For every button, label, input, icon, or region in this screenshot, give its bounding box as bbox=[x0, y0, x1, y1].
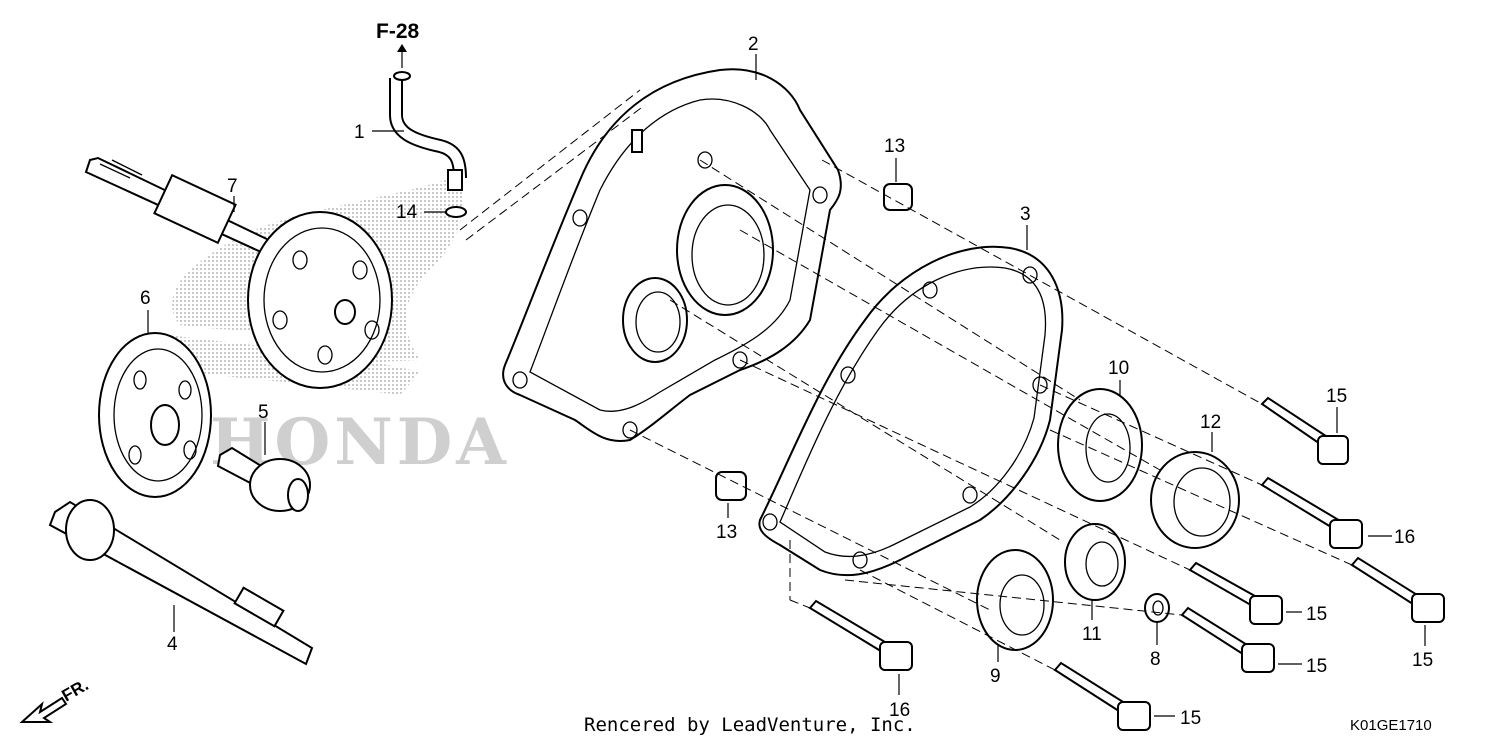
part-12-oil-seal bbox=[1150, 432, 1240, 549]
callout-3: 3 bbox=[1020, 204, 1031, 225]
part-7-countershaft bbox=[84, 156, 393, 389]
part-14-clip bbox=[424, 206, 467, 218]
part-3-gasket bbox=[758, 225, 1064, 577]
callout-12: 12 bbox=[1200, 412, 1221, 433]
callout-15-mid-upper: 15 bbox=[1306, 604, 1327, 625]
callout-13-upper: 13 bbox=[884, 136, 905, 157]
part-8-washer bbox=[1144, 593, 1170, 645]
callout-labels: 1 2 3 4 5 6 7 8 9 10 11 12 13 13 14 15 1… bbox=[140, 34, 1433, 729]
bolt-15-mid-lower bbox=[1180, 606, 1302, 673]
front-direction-indicator: FR. bbox=[19, 675, 92, 723]
bolt-15-far-right bbox=[1350, 556, 1445, 646]
callout-4: 4 bbox=[167, 634, 178, 655]
callout-13-lower: 13 bbox=[716, 522, 737, 543]
callout-15-far-right: 15 bbox=[1412, 650, 1433, 671]
callout-8: 8 bbox=[1150, 649, 1161, 670]
part-2-transmission-cover bbox=[502, 54, 842, 442]
callout-11: 11 bbox=[1082, 624, 1102, 645]
credit-text: Rencered by LeadVenture, Inc. bbox=[584, 714, 916, 736]
callout-15-bottom: 15 bbox=[1180, 708, 1201, 729]
bolt-15-top bbox=[1260, 396, 1349, 465]
part-13-dowel-lower bbox=[715, 471, 747, 518]
callout-2: 2 bbox=[748, 34, 759, 55]
bolt-16-right bbox=[1260, 476, 1392, 549]
part-6-gear bbox=[98, 310, 212, 498]
callout-7: 7 bbox=[227, 176, 238, 197]
callout-5: 5 bbox=[258, 402, 269, 423]
reference-f28: F-28 bbox=[376, 20, 420, 68]
bolt-15-mid-upper bbox=[1188, 561, 1302, 625]
part-1-breather-tube bbox=[372, 71, 467, 191]
diagram-code: K01GE1710 bbox=[1350, 717, 1432, 734]
reference-label: F-28 bbox=[376, 20, 420, 43]
bolt-15-bottom bbox=[1053, 661, 1175, 731]
callout-9: 9 bbox=[990, 666, 1001, 687]
part-4-final-shaft bbox=[48, 499, 314, 666]
part-10-bearing bbox=[1057, 380, 1143, 502]
part-5-pinion bbox=[216, 422, 311, 512]
callout-10: 10 bbox=[1108, 358, 1129, 379]
callout-15-mid-lower: 15 bbox=[1306, 656, 1327, 677]
part-11-bearing bbox=[1064, 523, 1126, 620]
part-9-bearing bbox=[976, 549, 1054, 662]
assembly-lines bbox=[459, 89, 1353, 671]
callout-16-right: 16 bbox=[1394, 527, 1415, 548]
callout-15-top: 15 bbox=[1326, 386, 1347, 407]
part-13-dowel-upper bbox=[883, 158, 913, 211]
callout-16-bottom: 16 bbox=[889, 700, 910, 721]
bolt-16-bottom bbox=[808, 599, 913, 695]
callout-1: 1 bbox=[354, 122, 365, 143]
callout-6: 6 bbox=[140, 288, 151, 309]
callout-14: 14 bbox=[396, 202, 418, 223]
